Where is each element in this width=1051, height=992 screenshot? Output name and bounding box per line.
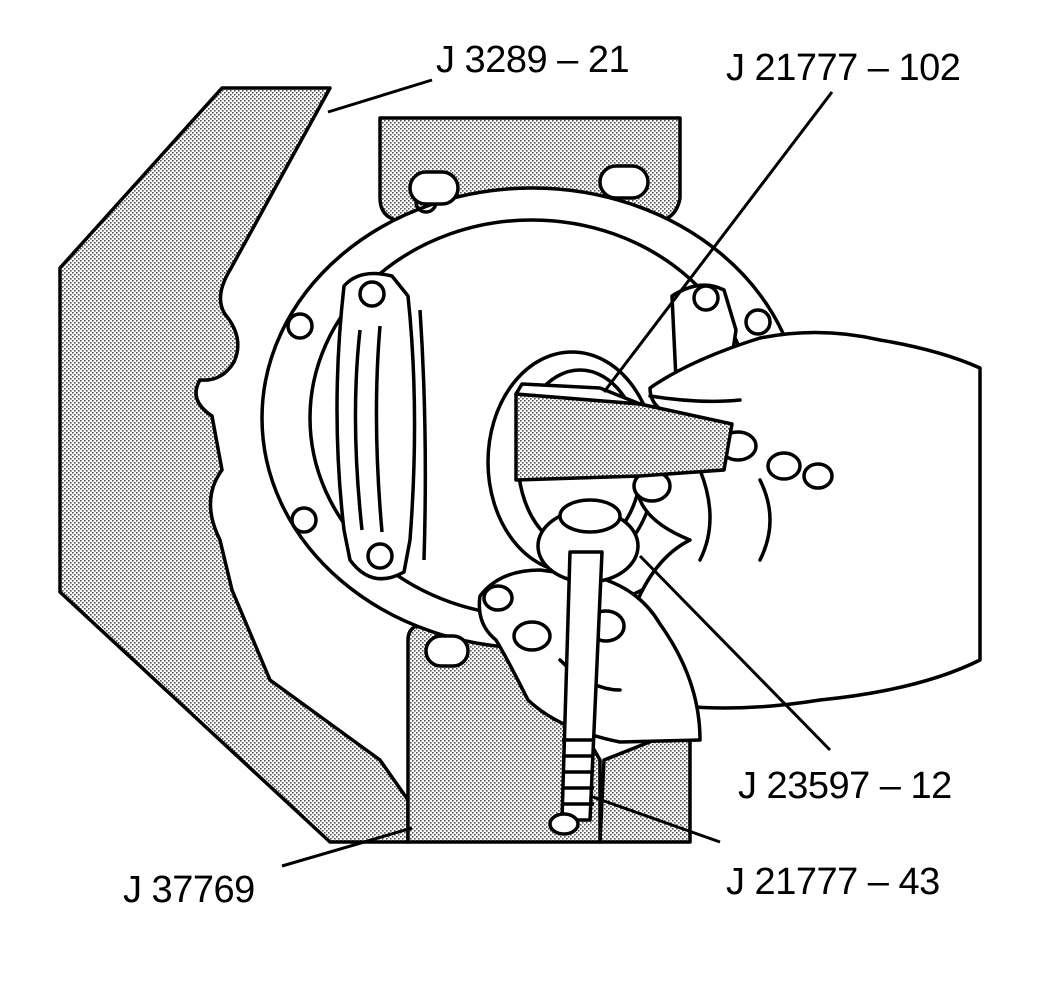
- handle-tip: [548, 812, 580, 836]
- leader-seal-driver-handle: [602, 91, 834, 393]
- fingernail: [766, 451, 802, 481]
- bolt-hole: [290, 506, 318, 534]
- fingernail: [802, 462, 834, 490]
- label-adapter-plate: J 37769: [123, 869, 255, 911]
- label-fixture: J 3289 – 21: [436, 39, 630, 81]
- bolt-hole: [358, 280, 386, 308]
- fingernail: [482, 584, 514, 612]
- thumb: [648, 394, 742, 404]
- bolt-hole: [744, 308, 772, 336]
- label-seal-driver-handle: J 21777 – 102: [726, 47, 961, 89]
- lug-bolt: [598, 164, 650, 200]
- leader-adapter-plate: [281, 826, 413, 868]
- cap-rib: [353, 329, 364, 531]
- cap-rib: [374, 325, 384, 533]
- finger-crease: [698, 468, 712, 562]
- bolt-hole: [286, 312, 314, 340]
- installer-hub: [558, 498, 622, 534]
- finger-crease: [758, 478, 772, 562]
- lug-bolt: [408, 170, 460, 206]
- lug-bolt: [424, 634, 470, 668]
- seal-driver-face: [514, 382, 642, 406]
- driver-handle-shaft: [560, 550, 604, 822]
- leader-driver-handle: [589, 794, 721, 844]
- leader-seal-installer: [638, 554, 832, 752]
- bolt-hole: [692, 284, 720, 312]
- label-driver-handle: J 21777 – 43: [726, 861, 940, 903]
- label-seal-installer: J 23597 – 12: [738, 765, 952, 807]
- fixture-body: [58, 86, 410, 844]
- fingernail: [512, 620, 552, 652]
- leader-fixture: [327, 78, 433, 114]
- bolt-hole: [366, 542, 394, 570]
- cap-rib: [418, 309, 428, 561]
